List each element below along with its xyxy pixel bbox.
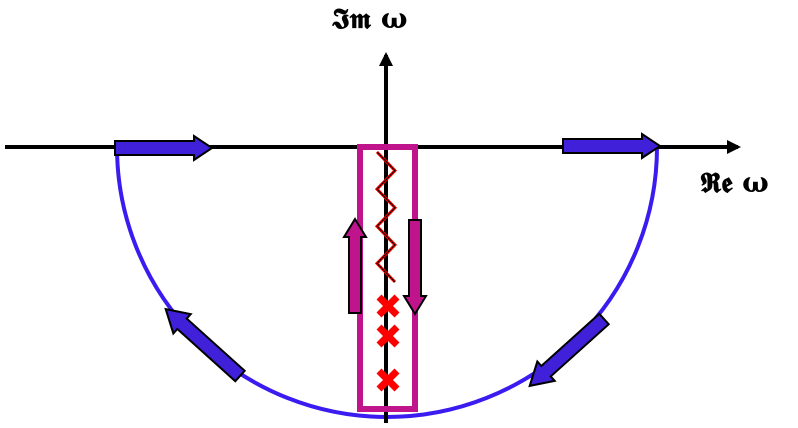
arrow-right-left-segment bbox=[114, 134, 214, 162]
arrow-lower-left-arc bbox=[164, 307, 247, 383]
keyhole-arrow-down bbox=[402, 219, 428, 316]
arrow-right-right-segment bbox=[562, 132, 662, 160]
pole-markers bbox=[376, 294, 400, 392]
pole-stroke bbox=[376, 368, 400, 392]
branch-cut-outline bbox=[376, 151, 396, 283]
pole-marker bbox=[376, 368, 400, 392]
pole-marker bbox=[376, 294, 400, 318]
pole-marker bbox=[376, 324, 400, 348]
imaginary-axis-label: 𝕴𝖒 ω bbox=[332, 2, 408, 35]
pole-stroke bbox=[376, 294, 400, 318]
keyhole-arrow-up bbox=[342, 217, 368, 314]
real-axis-label: 𝕽𝖊 ω bbox=[700, 166, 769, 199]
keyhole-arrows bbox=[342, 217, 428, 316]
arrow-lower-right-arc bbox=[528, 312, 611, 388]
contour-direction-arrows bbox=[114, 132, 662, 388]
pole-stroke bbox=[376, 324, 400, 348]
